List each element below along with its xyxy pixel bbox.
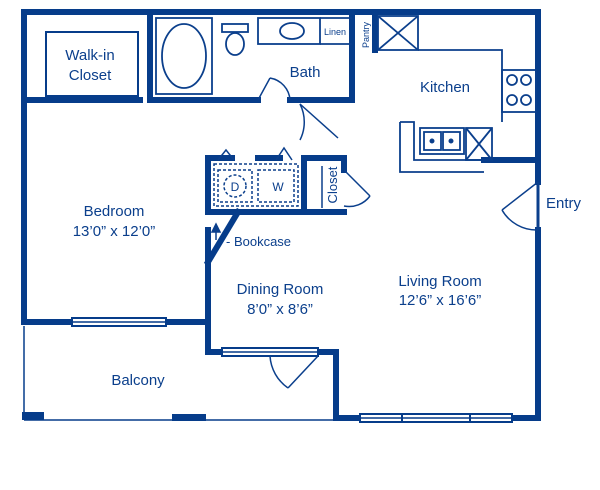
door-swing-icon (299, 103, 339, 141)
bath-label: Bath (290, 64, 321, 81)
washer-label: W (272, 180, 284, 194)
closet-left-wall (301, 155, 347, 215)
windows (71, 317, 513, 423)
pantry-label: Pantry (361, 21, 371, 48)
washer-icon (257, 169, 295, 203)
door-swing-icon (501, 181, 540, 231)
dining-room-label: Dining Room (237, 281, 324, 298)
laundry (213, 146, 299, 207)
exterior-wall-right-lower (509, 227, 541, 421)
doors (257, 77, 540, 389)
kitchen-fixtures (377, 15, 537, 173)
bedroom-size: 13’0” x 12’0” (73, 223, 156, 240)
walk-in-closet-label-2: Closet (69, 67, 112, 84)
dryer-icon (217, 169, 253, 203)
balcony (22, 326, 336, 421)
entry-label: Entry (546, 195, 582, 212)
bathtub-icon (155, 17, 213, 95)
dishwasher-icon (465, 127, 493, 161)
kitchen-sink-icon (419, 127, 465, 155)
balcony-post (172, 414, 206, 421)
bookcase-label: - Bookcase (226, 234, 291, 249)
door-swing-icon (343, 169, 371, 208)
pantry-cabinet (377, 15, 419, 51)
bedroom-label: Bedroom (84, 203, 145, 220)
dryer-label: D (231, 180, 240, 194)
balcony-post (22, 412, 44, 420)
walk-in-closet-box (45, 31, 139, 97)
linen-label: Linen (324, 27, 346, 37)
laundry-nook (213, 163, 299, 207)
closet-label: Closet (325, 166, 340, 203)
walls (21, 9, 541, 421)
dining-room-size: 8’0” x 8’6” (247, 301, 313, 318)
bookcase-partition (203, 207, 243, 267)
door-swing-icon (269, 355, 319, 389)
stove-icon (501, 69, 537, 113)
balcony-label: Balcony (111, 372, 165, 389)
sink-icon (257, 17, 321, 45)
kitchen-peninsula (400, 121, 484, 161)
walk-in-closet-label-1: Walk-in (65, 47, 114, 64)
bookcase-arrow-icon (210, 222, 222, 240)
toilet-icon (221, 23, 249, 56)
dining-left-wall (205, 227, 225, 355)
living-room-label: Living Room (398, 273, 481, 290)
kitchen-label: Kitchen (420, 79, 470, 96)
exterior-wall-top (21, 9, 541, 185)
living-room-size: 12’6” x 16’6” (399, 292, 482, 309)
door-swing-icon (257, 77, 291, 101)
bath-fixtures (155, 17, 352, 95)
room-labels: Walk-in Closet Bath Linen Pantry Kitchen… (65, 21, 581, 389)
